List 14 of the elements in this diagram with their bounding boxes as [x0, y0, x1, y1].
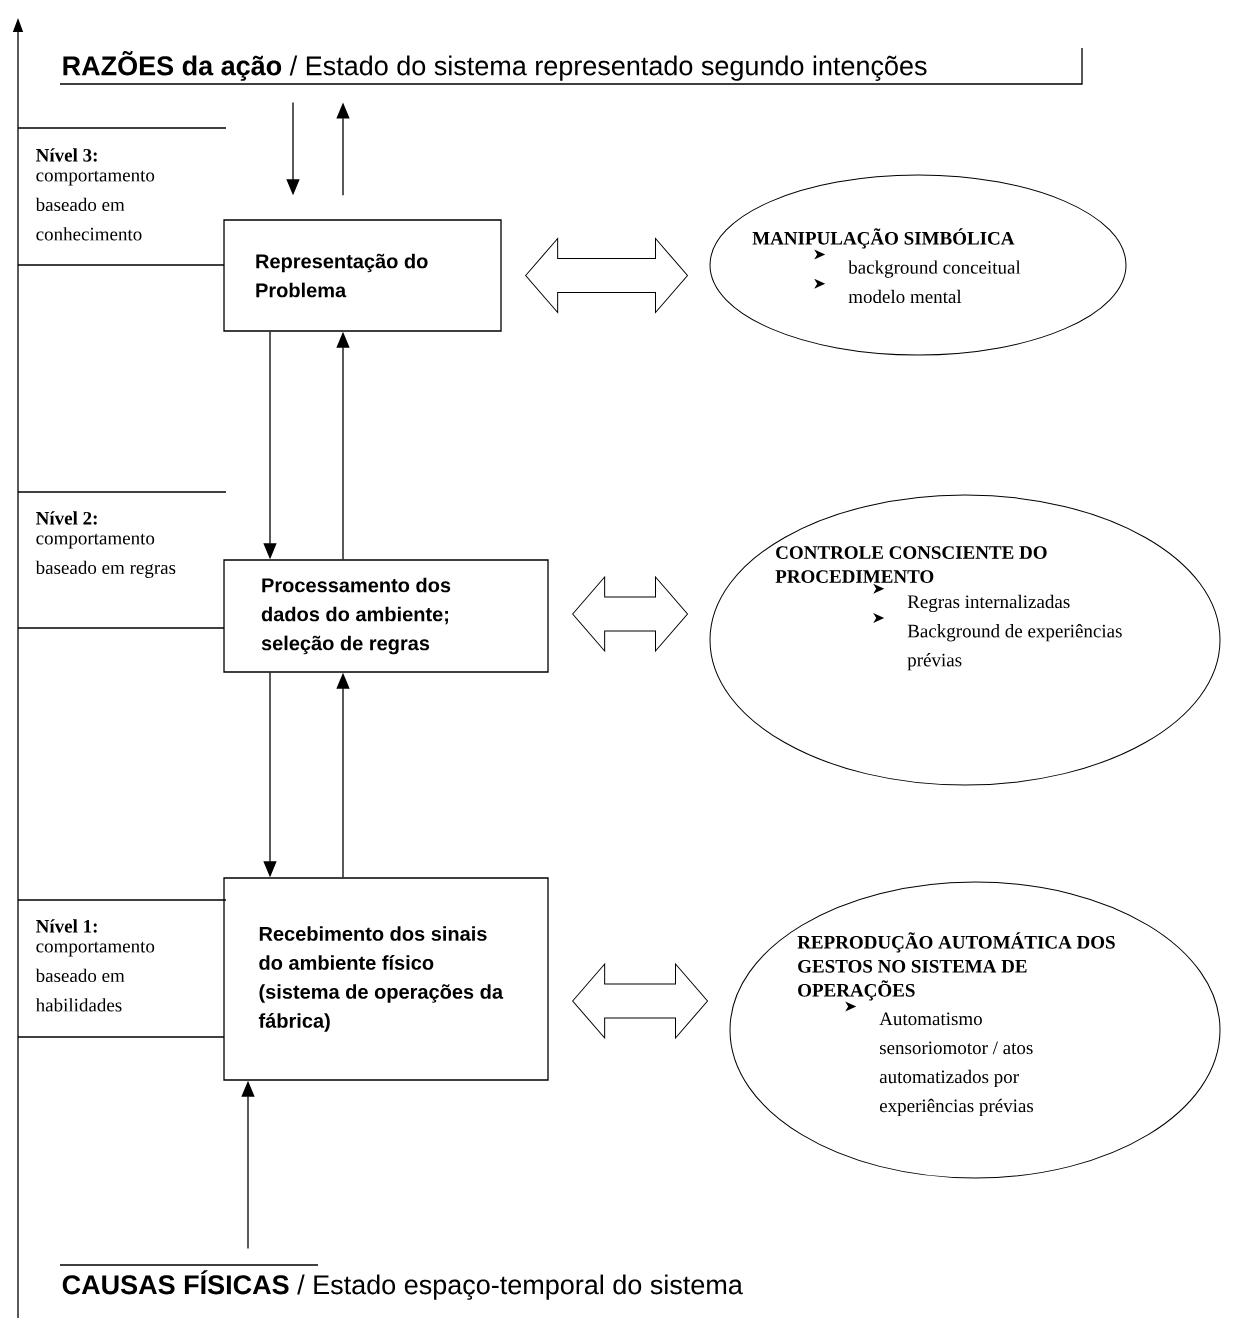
level-description: comportamento baseado em habilidades — [35, 941, 155, 1012]
level-description: comportamento baseado em conhecimento — [35, 170, 155, 241]
heading-text: CAUSAS FÍSICAS / Estado espaço-temporal do sistema — [62, 1270, 743, 1300]
arrow — [572, 963, 708, 1039]
level-label: Nível 3: — [36, 148, 97, 162]
process-box: Representação do Problema — [223, 219, 502, 332]
arrow — [525, 238, 688, 313]
process-box: Processamento dos dados do ambiente; seleção de regras — [223, 559, 549, 673]
heading-text: RAZÕES da ação / Estado do sistema representado segundo intenções — [63, 51, 927, 81]
level-label: Nível 1: — [36, 919, 97, 933]
process-box: Recebimento dos sinais do ambiente físico (sistema de operações da fábrica) — [223, 877, 549, 1081]
level-description: comportamento baseado em regras — [35, 533, 176, 578]
level-label: Nível 2: — [36, 511, 97, 525]
arrow — [572, 576, 688, 652]
